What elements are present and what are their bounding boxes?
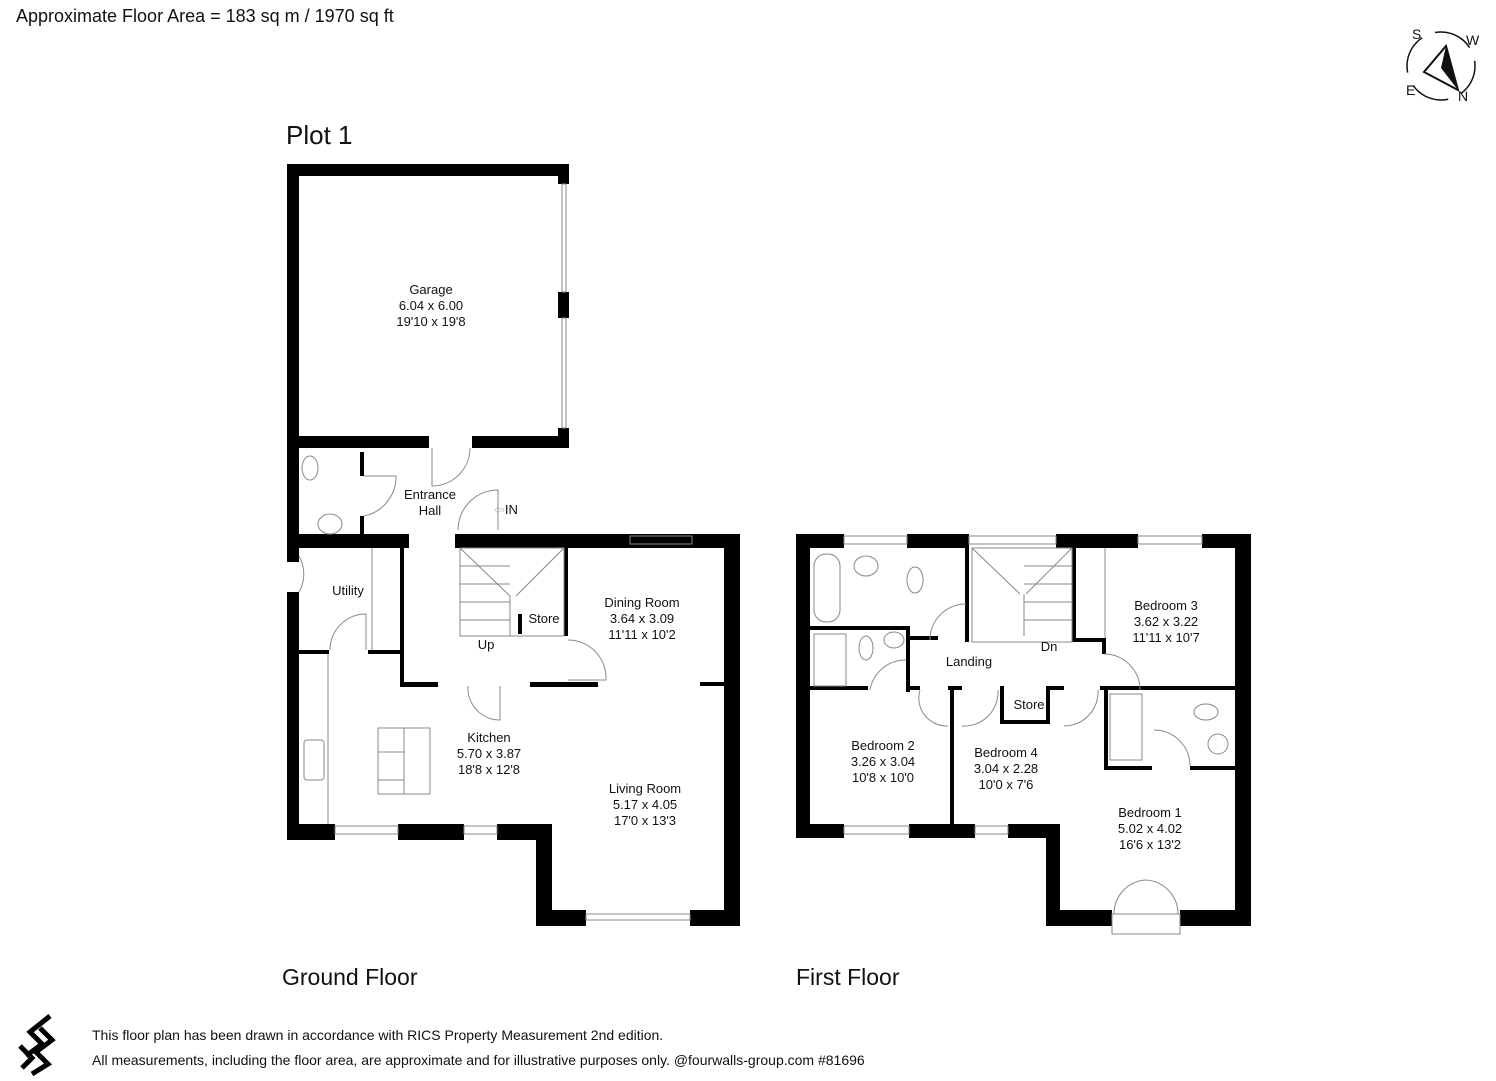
room-bedroom-3: Bedroom 3 3.62 x 3.22 11'11 x 10'7 <box>1132 598 1199 646</box>
room-metric: 3.26 x 3.04 <box>850 754 916 769</box>
room-bedroom-4: Bedroom 4 3.04 x 2.28 10'0 x 7'6 <box>974 745 1038 793</box>
room-imperial: 11'11 x 10'2 <box>608 627 676 642</box>
room-entrance-hall: Entrance Hall <box>404 487 456 519</box>
room-store-first: Store <box>1013 697 1044 713</box>
room-metric: 6.04 x 6.00 <box>398 298 464 313</box>
room-name: Kitchen <box>467 730 511 745</box>
room-name: Bedroom 2 <box>851 738 915 753</box>
footer-line-1: This floor plan has been drawn in accord… <box>92 1027 664 1043</box>
first-floor-label: First Floor <box>796 964 900 990</box>
room-imperial: 11'11 x 10'7 <box>1132 630 1200 645</box>
room-name: Landing <box>945 654 993 669</box>
room-kitchen: Kitchen 5.70 x 3.87 18'8 x 12'8 <box>457 730 521 778</box>
room-name: Bedroom 1 <box>1118 805 1182 820</box>
room-metric: 5.17 x 4.05 <box>612 797 678 812</box>
room-name: Bedroom 3 <box>1134 598 1198 613</box>
room-metric: 3.62 x 3.22 <box>1133 614 1199 629</box>
room-imperial: 19'10 x 19'8 <box>396 314 466 329</box>
floor-area-text: Approximate Floor Area = 183 sq m / 1970… <box>16 6 394 26</box>
room-imperial: 10'0 x 7'6 <box>978 777 1034 792</box>
stairs-down-label: Dn <box>1040 639 1058 654</box>
stairs-up-label: Up <box>477 637 495 652</box>
arrow-left-icon: ⇦ <box>494 502 505 517</box>
room-name-2: Hall <box>418 503 442 518</box>
footer-line-2: All measurements, including the floor ar… <box>92 1052 865 1068</box>
room-utility: Utility <box>332 583 364 599</box>
room-metric: 3.04 x 2.28 <box>973 761 1039 776</box>
room-landing: Landing <box>946 654 992 670</box>
compass-w: W <box>1466 32 1480 48</box>
room-name: Dining Room <box>604 595 680 610</box>
room-bedroom-2: Bedroom 2 3.26 x 3.04 10'8 x 10'0 <box>851 738 915 786</box>
room-name: Garage <box>409 282 453 297</box>
entrance-label: IN <box>504 502 518 517</box>
room-imperial: 16'6 x 13'2 <box>1118 837 1182 852</box>
room-metric: 5.70 x 3.87 <box>456 746 522 761</box>
room-metric: 5.02 x 4.02 <box>1117 821 1183 836</box>
room-metric: 3.64 x 3.09 <box>609 611 675 626</box>
room-garage: Garage 6.04 x 6.00 19'10 x 19'8 <box>396 282 465 330</box>
room-name: Utility <box>332 583 364 598</box>
compass-icon: S W E N <box>1396 26 1486 106</box>
fourwalls-logo-icon <box>12 1012 62 1077</box>
room-name: Store <box>1013 697 1045 712</box>
room-bedroom-1: Bedroom 1 5.02 x 4.02 16'6 x 13'2 <box>1118 805 1182 853</box>
compass-n: N <box>1458 88 1469 104</box>
room-name: Entrance <box>403 487 457 502</box>
room-name: Living Room <box>608 781 682 796</box>
entrance-marker: ⇦IN <box>494 502 518 518</box>
room-name: Store <box>528 611 560 626</box>
room-dining-room: Dining Room 3.64 x 3.09 11'11 x 10'2 <box>604 595 679 643</box>
plot-title: Plot 1 <box>286 120 353 150</box>
room-living-room: Living Room 5.17 x 4.05 17'0 x 13'3 <box>609 781 681 829</box>
room-imperial: 18'8 x 12'8 <box>457 762 521 777</box>
room-imperial: 10'8 x 10'0 <box>851 770 915 785</box>
compass-s: S <box>1412 26 1422 42</box>
compass-e: E <box>1406 82 1416 98</box>
room-imperial: 17'0 x 13'3 <box>613 813 677 828</box>
ground-floor-label: Ground Floor <box>282 964 418 990</box>
room-store-ground: Store <box>528 611 559 627</box>
room-name: Bedroom 4 <box>974 745 1038 760</box>
